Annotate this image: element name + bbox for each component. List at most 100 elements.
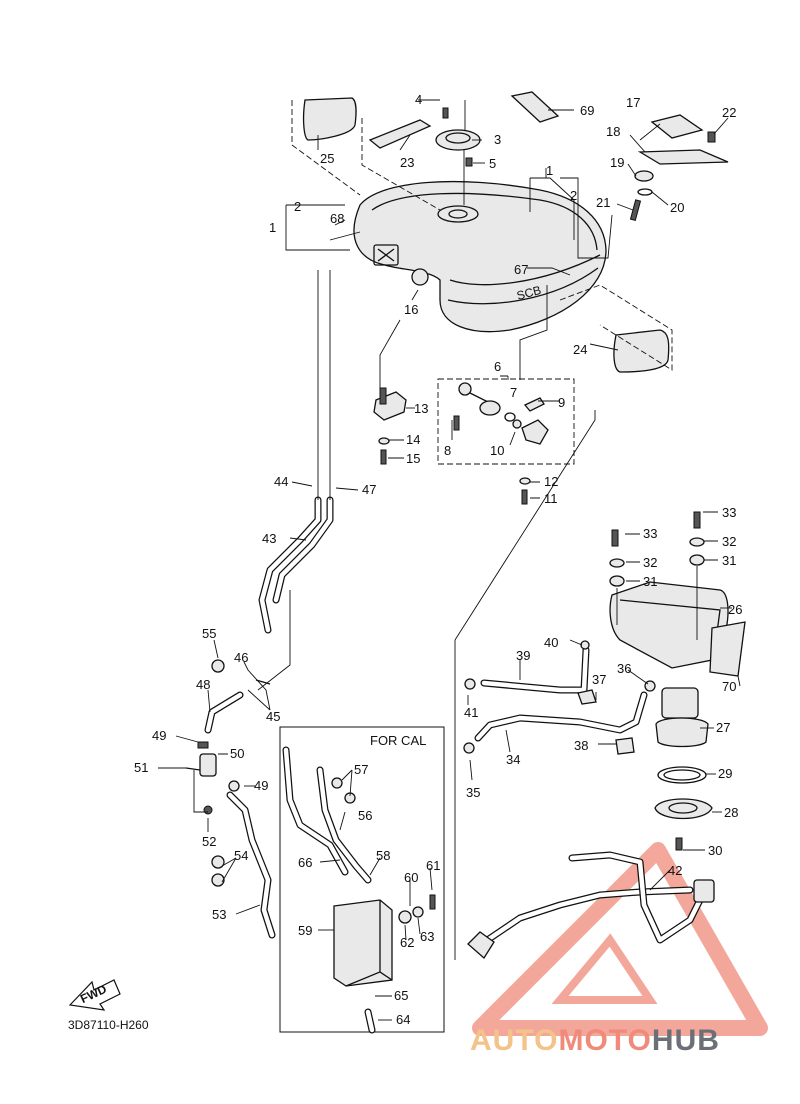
callout-64: 64 [396,1012,410,1027]
callout-33: 33 [722,505,736,520]
callout-5: 5 [489,156,496,171]
callout-7: 7 [510,385,517,400]
callout-22: 22 [722,105,736,120]
callout-47: 47 [362,482,376,497]
callout-69: 69 [580,103,594,118]
callout-36: 36 [617,661,631,676]
callout-29: 29 [718,766,732,781]
callout-13: 13 [414,401,428,416]
callout-57: 57 [354,762,368,777]
callout-32: 32 [722,534,736,549]
callout-9: 9 [558,395,565,410]
callout-27: 27 [716,720,730,735]
fuel-cock-13 [373,387,407,465]
callout-17: 17 [626,95,640,110]
grommet-16 [411,268,429,286]
callout-34: 34 [506,752,520,767]
callout-18: 18 [606,124,620,139]
callout-31: 31 [722,553,736,568]
callout-60: 60 [404,870,418,885]
leader-lines [158,99,741,1021]
callout-14: 14 [406,432,420,447]
brand-part-moto: MOTO [558,1024,652,1057]
callout-25: 25 [320,151,334,166]
callout-12: 12 [544,474,558,489]
callout-8: 8 [444,443,451,458]
callout-10: 10 [490,443,504,458]
callout-31: 31 [643,574,657,589]
strip-69 [510,91,574,123]
callout-68: 68 [330,211,344,226]
canister-26 [609,511,746,677]
callout-51: 51 [134,760,148,775]
callout-35: 35 [466,785,480,800]
callout-37: 37 [592,672,606,687]
watermark-triangle-icon [472,842,768,1036]
callout-58: 58 [376,848,390,863]
callout-43: 43 [262,531,276,546]
callout-61: 61 [426,858,440,873]
callout-39: 39 [516,648,530,663]
callout-2: 2 [570,188,577,203]
for-cal-label: FOR CAL [370,733,426,748]
callout-48: 48 [196,677,210,692]
callout-21: 21 [596,195,610,210]
callout-1: 1 [269,220,276,235]
callout-50: 50 [230,746,244,761]
callout-62: 62 [400,935,414,950]
callout-6: 6 [494,359,501,374]
callout-55: 55 [202,626,216,641]
hoses-left [204,270,334,939]
fuel-tank: SCB [353,180,607,333]
callout-38: 38 [574,738,588,753]
callout-26: 26 [728,602,742,617]
callout-54: 54 [234,848,248,863]
callout-28: 28 [724,805,738,820]
fuel-pump-27 [654,687,713,851]
hoses-right [454,410,715,960]
callout-42: 42 [668,863,682,878]
callout-23: 23 [400,155,414,170]
callout-4: 4 [415,92,422,107]
callout-70: 70 [722,679,736,694]
callout-11: 11 [544,491,558,506]
callout-16: 16 [404,302,418,317]
callout-52: 52 [202,834,216,849]
callout-1: 1 [546,163,553,178]
for-cal-box [279,726,445,1034]
callout-66: 66 [298,855,312,870]
callout-49: 49 [152,728,166,743]
callout-53: 53 [212,907,226,922]
callout-30: 30 [708,843,722,858]
emblem-25 [291,97,361,196]
callout-41: 41 [464,705,478,720]
callout-65: 65 [394,988,408,1003]
side-cover-24 [559,284,673,373]
fuel-cap-3 [435,107,481,167]
callout-19: 19 [610,155,624,170]
fwd-arrow-icon: FWD [68,979,121,1011]
callout-33: 33 [643,526,657,541]
brand-part-auto: AUTO [470,1024,559,1057]
callout-3: 3 [494,132,501,147]
callout-32: 32 [643,555,657,570]
callout-2: 2 [294,199,301,214]
callout-44: 44 [274,474,288,489]
sender-group-6 [437,378,575,465]
svg-text:SCB: SCB [515,283,542,303]
strip-23 [361,118,441,211]
clips-left [211,659,271,887]
callout-67: 67 [514,262,528,277]
part-code: 3D87110-H260 [68,1018,149,1032]
brand-part-hub: HUB [651,1024,720,1057]
callout-45: 45 [266,709,280,724]
brand-logo: AUTOMOTOHUB [470,1024,720,1058]
callout-63: 63 [420,929,434,944]
callout-24: 24 [573,342,587,357]
callout-15: 15 [406,451,420,466]
bracket-17-18 [629,114,729,222]
valve-50 [185,741,217,815]
callout-20: 20 [670,200,684,215]
